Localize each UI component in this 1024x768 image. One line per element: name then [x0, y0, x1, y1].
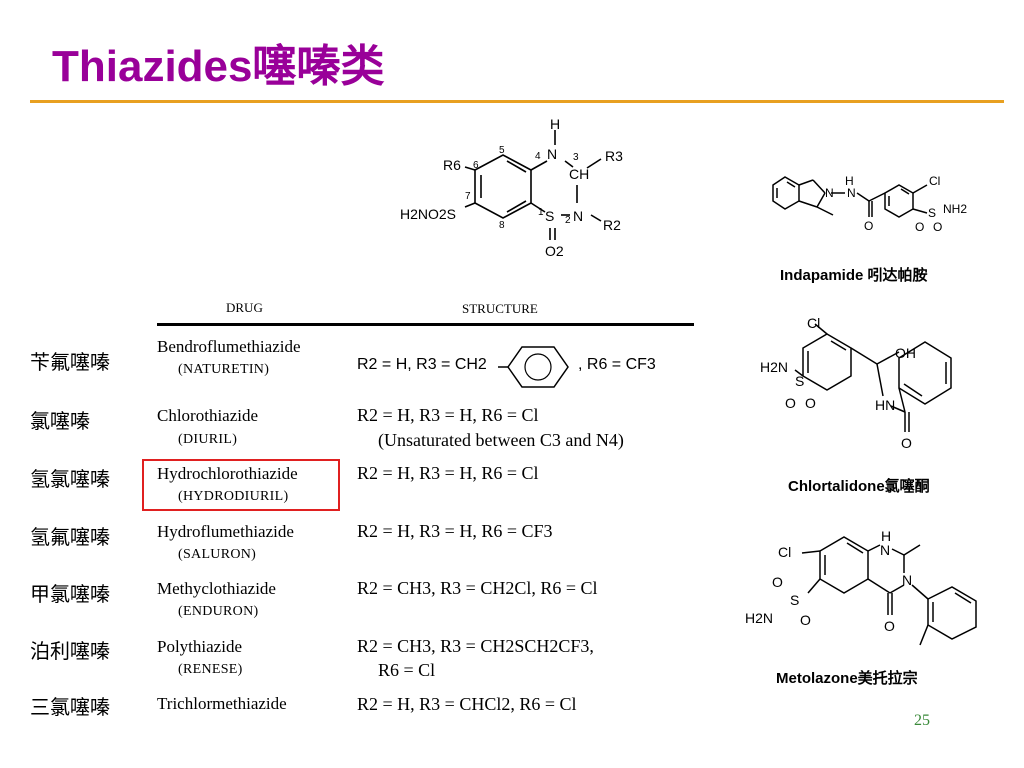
row-drug-name: Bendroflumethiazide — [157, 337, 301, 356]
metolazone-h2n: H2N — [745, 610, 773, 626]
table-header-drug: DRUG — [226, 300, 263, 315]
row-cn-name: 苄氟噻嗪 — [30, 350, 110, 374]
indapamide-nh2: NH2 — [943, 202, 967, 216]
chlortalidone-o1: O — [785, 395, 796, 411]
row-cn-name: 氯噻嗪 — [30, 409, 90, 433]
row-cn-name: 三氯噻嗪 — [30, 695, 110, 719]
phenyl-ring-icon — [498, 346, 569, 388]
metolazone-n1: N — [880, 542, 890, 558]
core-num4: 4 — [535, 151, 541, 162]
chlortalidone-o2: O — [805, 395, 816, 411]
core-num2: 2 — [565, 215, 571, 226]
row-cn-name: 泊利噻嗪 — [30, 639, 110, 663]
core-h2no2s: H2NO2S — [400, 206, 456, 222]
row-brand-name: (SALURON) — [178, 547, 257, 562]
core-num6: 6 — [473, 160, 479, 171]
chlortalidone-oh: OH — [895, 345, 916, 361]
chlortalidone-s: S — [795, 373, 804, 389]
row-drug-name: Hydrochlorothiazide — [157, 464, 298, 483]
indapamide-s: S — [928, 206, 936, 220]
metolazone-structure: H N Cl O S O H2N N O — [745, 528, 977, 646]
table-header-structure: STRUCTURE — [462, 301, 538, 316]
indapamide-o1: O — [915, 220, 924, 234]
core-h-label: H — [550, 116, 560, 132]
metolazone-h: H — [881, 528, 891, 544]
metolazone-o1: O — [772, 574, 783, 590]
row-cn-name: 氢氯噻嗪 — [30, 467, 110, 491]
indapamide-h: H — [845, 174, 854, 188]
row-structure: R2 = H, R3 = H, R6 = CF3 — [357, 521, 553, 541]
title-underline — [30, 100, 1004, 103]
core-r3: R3 — [605, 148, 623, 164]
row-drug-name: Chlorothiazide — [157, 406, 259, 425]
row-brand-name: (DIURIL) — [178, 432, 238, 447]
row-brand-name: (HYDRODIURIL) — [178, 489, 289, 504]
indapamide-structure: H N N O Cl S NH2 O O — [772, 174, 967, 234]
row-structure: R2 = H, R3 = CHCl2, R6 = Cl — [357, 694, 577, 714]
chlortalidone-hn: HN — [875, 397, 895, 413]
chlortalidone-h2n: H2N — [760, 359, 788, 375]
indapamide-n2: N — [847, 186, 856, 200]
core-ch: CH — [569, 166, 589, 182]
row-structure: R2 = CH3, R3 = CH2SCH2CF3, — [357, 636, 594, 656]
row-cn-name: 甲氯噻嗪 — [30, 582, 110, 606]
indapamide-o2: O — [933, 220, 942, 234]
core-num7: 7 — [465, 191, 471, 202]
chlortalidone-o3: O — [901, 435, 912, 451]
row-drug-name: Hydroflumethiazide — [157, 522, 294, 541]
metolazone-o2: O — [800, 612, 811, 628]
row-structure: R2 = H, R3 = H, R6 = Cl — [357, 405, 539, 425]
row-structure: R2 = H, R3 = H, R6 = Cl — [357, 463, 539, 483]
row-drug-name: Trichlormethiazide — [157, 694, 287, 713]
row-cn-name: 氢氟噻嗪 — [30, 525, 110, 549]
row-brand-name: (RENESE) — [178, 662, 243, 677]
table-header-rule — [157, 323, 694, 326]
row-brand-name: (NATURETIN) — [178, 362, 270, 377]
row-structure-note: R6 = Cl — [378, 660, 436, 680]
indapamide-o: O — [864, 219, 873, 233]
core-thiazide-structure: H 4 N 3 CH R3 R6 6 5 7 8 1 S N 2 R2 H2NO… — [400, 116, 623, 259]
slide-title: Thiazides噻嗪类 — [52, 42, 385, 91]
core-r2: R2 — [603, 217, 621, 233]
row-structure-tail: , R6 = CF3 — [578, 356, 656, 373]
metolazone-caption: Metolazone美托拉宗 — [776, 670, 918, 687]
core-num5: 5 — [499, 145, 505, 156]
highlight-box — [142, 459, 340, 511]
row-structure: R2 = H, R3 = CH2 — [357, 356, 487, 373]
chlortalidone-structure: Cl OH H2N S O O HN O — [760, 315, 952, 451]
metolazone-s: S — [790, 592, 799, 608]
row-brand-name: (ENDURON) — [178, 604, 259, 619]
indapamide-cl: Cl — [929, 174, 940, 188]
row-structure: R2 = CH3, R3 = CH2Cl, R6 = Cl — [357, 578, 598, 598]
metolazone-n2: N — [902, 572, 912, 588]
core-s1: S — [545, 208, 554, 224]
indapamide-n1: N — [825, 186, 834, 200]
core-n4: N — [547, 146, 557, 162]
row-structure-note: (Unsaturated between C3 and N4) — [378, 430, 624, 450]
row-drug-name: Methyclothiazide — [157, 579, 276, 598]
row-drug-name: Polythiazide — [157, 637, 242, 656]
chlortalidone-cl: Cl — [807, 315, 820, 331]
core-r6: R6 — [443, 157, 461, 173]
metolazone-o3: O — [884, 618, 895, 634]
core-n2: N — [573, 208, 583, 224]
core-num8: 8 — [499, 220, 505, 231]
indapamide-caption: Indapamide 吲达帕胺 — [780, 267, 928, 284]
core-num1: 1 — [538, 207, 544, 218]
metolazone-cl: Cl — [778, 544, 791, 560]
core-o2: O2 — [545, 243, 564, 259]
chlortalidone-caption: Chlortalidone氯噻酮 — [788, 478, 930, 495]
page-number: 25 — [914, 712, 930, 729]
core-num3: 3 — [573, 152, 579, 163]
